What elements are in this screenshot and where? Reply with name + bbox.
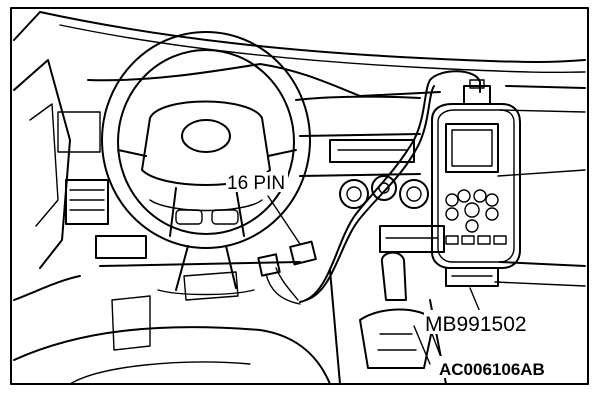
figure-code-bg xyxy=(438,356,584,378)
leader-lines xyxy=(267,195,481,365)
figure-frame xyxy=(10,7,589,385)
left-air-vent xyxy=(57,111,147,259)
dashboard-outline xyxy=(87,63,586,287)
scan-tool xyxy=(431,79,521,287)
center-console xyxy=(329,139,445,253)
windshield-edge xyxy=(39,11,586,74)
door-panel xyxy=(13,11,81,301)
tool-label-bg xyxy=(424,310,554,334)
connector-label-bg xyxy=(226,172,288,192)
diagnostic-cable xyxy=(299,70,481,303)
lower-dash-panels xyxy=(13,261,331,385)
steering-column xyxy=(157,245,255,296)
figure-code-label: AC006106AB xyxy=(439,360,545,379)
tool-part-number-label: MB991502 xyxy=(425,313,527,336)
diagnostic-connector xyxy=(257,240,317,305)
steering-wheel xyxy=(101,31,311,249)
connector-label: 16 PIN xyxy=(227,173,285,194)
